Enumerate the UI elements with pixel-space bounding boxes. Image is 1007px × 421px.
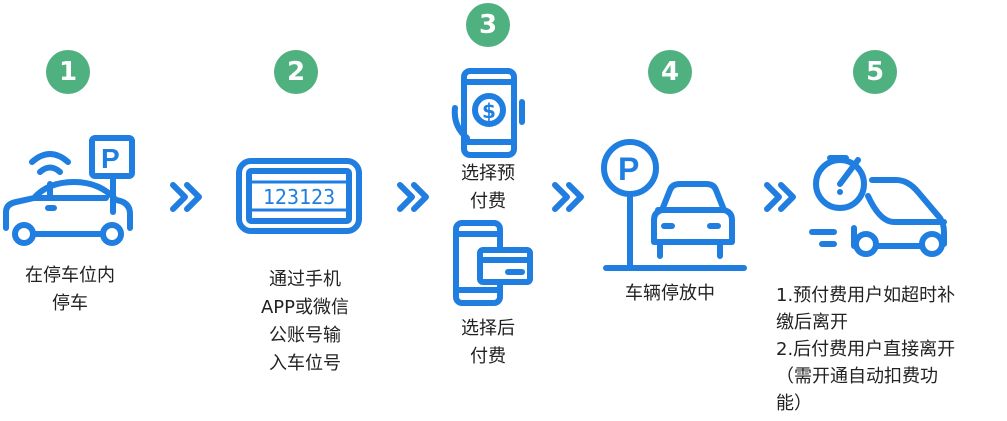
license-plate-icon: 123123: [236, 158, 362, 234]
svg-text:P: P: [618, 151, 639, 187]
chevron-double-right-icon: [552, 182, 584, 212]
postpay-option-label: 选择后付费: [461, 318, 515, 367]
chevron-double-right-icon: [170, 182, 202, 212]
fast-car-timer-icon: [809, 155, 947, 257]
svg-text:P: P: [101, 143, 120, 174]
svg-text:$: $: [482, 99, 496, 123]
step-2-badge: 2: [274, 50, 318, 94]
step-5-badge: 5: [853, 50, 897, 94]
step-4-badge: 4: [648, 50, 692, 94]
phone-card-icon: [453, 220, 533, 306]
step-1-text: 在停车位内停车: [25, 265, 115, 314]
prepay-option-label: 选择预付费: [461, 163, 515, 212]
step-1-badge: 1: [46, 50, 90, 94]
step-4-text: 车辆停放中: [625, 283, 715, 304]
chevron-double-right-icon: [397, 182, 429, 212]
step-3-badge: 3: [466, 3, 510, 47]
chevron-double-right-icon: [764, 182, 796, 212]
car-parking-icon: P: [3, 135, 135, 246]
plate-number: 123123: [263, 185, 335, 209]
phone-dollar-icon: $: [451, 68, 525, 158]
parking-sign-car-icon: P: [601, 139, 747, 271]
